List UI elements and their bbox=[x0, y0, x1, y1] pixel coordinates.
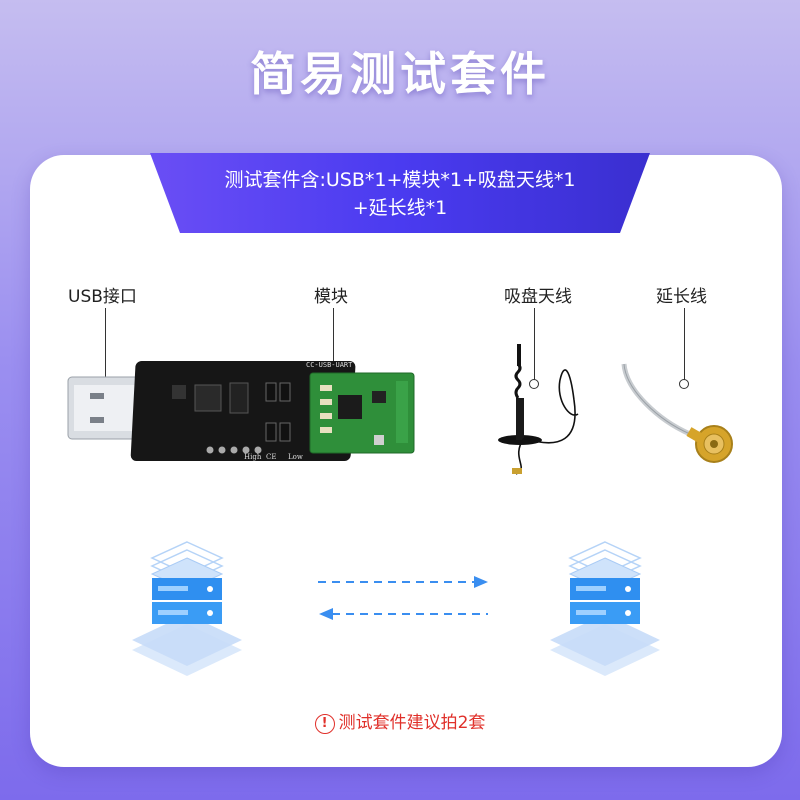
usb-adapter-image: CC-USB-UART High CE Low bbox=[67, 361, 415, 461]
purchase-note: !测试套件建议拍2套 bbox=[0, 708, 800, 734]
callout-cable-label: 延长线 bbox=[656, 287, 707, 307]
server-stack-left-icon bbox=[132, 541, 242, 676]
module-leader-line bbox=[333, 308, 334, 378]
extension-cable-image bbox=[621, 363, 733, 463]
antenna-leader-dot bbox=[529, 379, 539, 389]
banner-line-2: +延长线*1 bbox=[352, 197, 448, 219]
callout-antenna-label: 吸盘天线 bbox=[504, 287, 572, 307]
antenna-leader-line bbox=[534, 308, 535, 380]
contents-banner-text: 测试套件含:USB*1+模块*1+吸盘天线*1 +延长线*1 bbox=[185, 166, 615, 222]
board-silk-low: Low bbox=[288, 453, 303, 461]
callout-module-label: 模块 bbox=[314, 287, 348, 307]
board-silk-ce: CE bbox=[266, 453, 276, 461]
page-title: 简易测试套件 bbox=[250, 47, 550, 101]
arrow-left-icon bbox=[319, 608, 488, 620]
suction-antenna-image bbox=[498, 344, 579, 475]
server-stack-right-icon bbox=[550, 541, 660, 676]
purchase-note-text: 测试套件建议拍2套 bbox=[338, 713, 486, 733]
board-silk-top: CC-USB-UART bbox=[306, 361, 353, 369]
banner-line-1: 测试套件含:USB*1+模块*1+吸盘天线*1 bbox=[224, 169, 576, 191]
callout-usb-label: USB接口 bbox=[68, 287, 137, 307]
warning-icon: ! bbox=[314, 714, 335, 734]
board-silk-high: High bbox=[244, 453, 262, 461]
cable-leader-line bbox=[684, 308, 685, 380]
usb-leader-line bbox=[105, 308, 106, 378]
cable-leader-dot bbox=[679, 379, 689, 389]
contents-banner bbox=[150, 153, 650, 233]
arrow-right-icon bbox=[318, 576, 488, 588]
